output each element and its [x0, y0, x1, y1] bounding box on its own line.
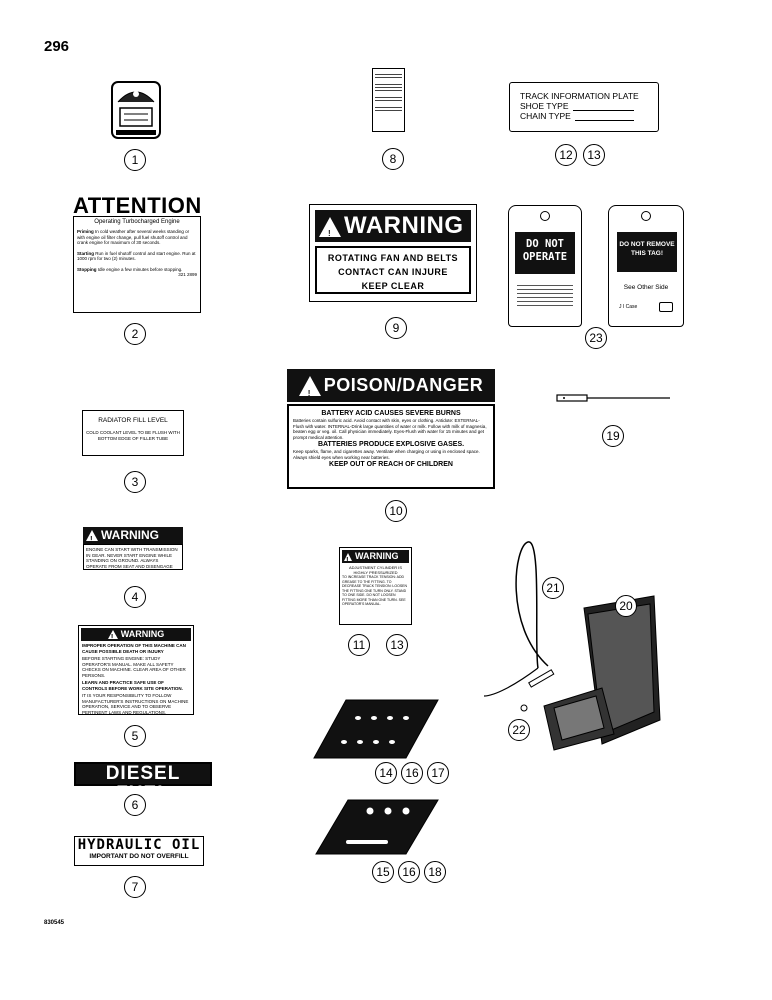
attention-title: ATTENTION [73, 193, 202, 218]
warning-4-text: ENGINE CAN START WITH TRANSMISSION IN GE… [83, 544, 183, 570]
callout-20: 20 [615, 595, 637, 617]
warning-5-line3: LEARN AND PRACTICE SAFE USE OF CONTROLS … [82, 680, 183, 691]
warning-triangle-icon [319, 216, 341, 250]
warning-5-header: WARNING [120, 629, 165, 639]
hydraulic-oil-decal: HYDRAULIC OIL IMPORTANT DO NOT OVERFILL [74, 836, 204, 866]
callout-7: 7 [124, 876, 146, 898]
diesel-fuel-decal: DIESEL FUEL [74, 762, 212, 804]
tag-brand-text: J I Case [619, 304, 638, 310]
starting-text: Run in fuel shutoff control and start en… [77, 250, 196, 262]
warning-5-line2: BEFORE STARTING ENGINE: STUDY OPERATOR'S… [82, 656, 186, 678]
chain-type-label: CHAIN TYPE [520, 111, 571, 121]
callout-15: 15 [372, 861, 394, 883]
hydraulic-oil-subtitle: IMPORTANT DO NOT OVERFILL [89, 853, 189, 860]
callout-23: 23 [585, 327, 607, 349]
fan-warning-line1: ROTATING FAN AND BELTS [327, 253, 459, 263]
fan-warning-line2: CONTACT CAN INJURE [338, 267, 448, 277]
warning-5-line1: IMPROPER OPERATION OF THIS MACHINE CAN C… [82, 643, 186, 654]
page-number: 296 [44, 38, 70, 55]
track-warning-line2: TO INCREASE TRACK TENSION: ADD GREASE TO… [342, 575, 408, 606]
poison-line5: KEEP OUT OF REACH OF CHILDREN [329, 461, 453, 468]
attention-decal: ATTENTION Operating Turbocharged Engine … [73, 193, 202, 313]
fan-warning-decal: WARNING ROTATING FAN AND BELTS CONTACT C… [309, 204, 477, 302]
radiator-text: COLD COOLANT LEVEL TO BE FLUSH WITH BOTT… [86, 430, 180, 441]
warning-triangle-icon [107, 630, 118, 644]
callout-16b: 16 [398, 861, 420, 883]
callout-17: 17 [427, 762, 449, 784]
callout-22: 22 [508, 719, 530, 741]
manual-holder-illustration [484, 541, 661, 751]
callout-13: 13 [386, 634, 408, 656]
warning-triangle-icon [86, 530, 98, 548]
priming-label: Priming [77, 229, 94, 234]
callout-6: 6 [124, 794, 146, 816]
tag-hole-icon [540, 211, 550, 221]
shoe-type-label: SHOE TYPE [520, 101, 569, 111]
callout-8: 8 [382, 148, 404, 170]
track-info-plate: TRACK INFORMATION PLATE SHOE TYPE CHAIN … [509, 82, 659, 132]
callout-11: 11 [348, 634, 370, 656]
track-info-title: TRACK INFORMATION PLATE [520, 91, 639, 101]
radiator-fill-decal: RADIATOR FILL LEVEL COLD COOLANT LEVEL T… [82, 410, 184, 456]
callout-12: 12 [555, 144, 577, 166]
stopping-label: Stopping [77, 266, 97, 272]
poison-line1: BATTERY ACID CAUSES SEVERE BURNS [321, 410, 461, 417]
warning-decal-5: WARNING IMPROPER OPERATION OF THIS MACHI… [78, 625, 194, 715]
do-not-remove-tag: DO NOT REMOVE THIS TAG! See Other Side J… [608, 205, 684, 327]
callout-13b: 13 [583, 144, 605, 166]
poison-line3: BATTERIES PRODUCE EXPLOSIVE GASES. [317, 441, 465, 448]
slotted-plate-illustration [315, 799, 439, 855]
shoe-type-field [572, 102, 634, 111]
attention-part-number: 321 2899 [178, 272, 197, 277]
poison-danger-decal: POISON/DANGER BATTERY ACID CAUSES SEVERE… [287, 369, 495, 489]
callout-16: 16 [401, 762, 423, 784]
fan-warning-line3: KEEP CLEAR [361, 281, 425, 291]
figure-code: 830545 [44, 920, 65, 926]
tag-pin-illustration [556, 394, 670, 402]
attention-subtitle: Operating Turbocharged Engine [94, 219, 180, 225]
perforated-plate-illustration [313, 699, 439, 759]
callout-19: 19 [602, 425, 624, 447]
warning-5-line4: IT IS YOUR RESPONSIBILITY TO FOLLOW MANU… [82, 693, 189, 715]
small-instruction-decal [372, 68, 405, 132]
do-not-operate-text: DO NOT OPERATE [515, 232, 575, 274]
callout-9: 9 [385, 317, 407, 339]
callout-10: 10 [385, 500, 407, 522]
hydraulic-oil-title: HYDRAULIC OIL [77, 837, 201, 853]
poison-line4: Keep sparks, flame, and cigarettes away.… [293, 449, 480, 460]
priming-text: In cold weather after several weeks stan… [77, 229, 190, 245]
starting-label: Starting [77, 250, 95, 256]
poison-header: POISON/DANGER [323, 375, 484, 395]
fan-warning-header: WARNING [344, 212, 464, 239]
warning-4-header: WARNING [101, 528, 159, 542]
warning-decal-4: WARNING ENGINE CAN START WITH TRANSMISSI… [83, 527, 183, 570]
do-not-remove-text: DO NOT REMOVE THIS TAG! [617, 232, 677, 272]
track-warning-line1: ADJUSTMENT CYLINDER IS HIGHLY PRESSURIZE… [348, 565, 403, 575]
poison-line2: Batteries contain sulfuric acid. Avoid c… [293, 418, 487, 440]
see-other-side-text: See Other Side [623, 284, 669, 291]
callout-5: 5 [124, 725, 146, 747]
gauge-decal-illustration [111, 81, 161, 139]
callout-3: 3 [124, 471, 146, 493]
callout-18: 18 [424, 861, 446, 883]
warning-triangle-icon [344, 552, 352, 567]
brand-logo-icon [659, 302, 673, 312]
stopping-text: Idle engine a few minutes before stoppin… [97, 266, 183, 272]
track-adjust-warning-decal: WARNING ADJUSTMENT CYLINDER IS HIGHLY PR… [339, 547, 412, 625]
callout-2: 2 [124, 323, 146, 345]
track-warning-header: WARNING [355, 551, 399, 561]
callout-1: 1 [124, 149, 146, 171]
warning-triangle-icon [298, 376, 321, 410]
tag-hole-icon [641, 211, 651, 221]
callout-21: 21 [542, 577, 564, 599]
callout-4: 4 [124, 586, 146, 608]
callout-14: 14 [375, 762, 397, 784]
chain-type-field [574, 112, 634, 121]
do-not-operate-tag: DO NOT OPERATE [508, 205, 582, 327]
radiator-title: RADIATOR FILL LEVEL [98, 417, 168, 424]
